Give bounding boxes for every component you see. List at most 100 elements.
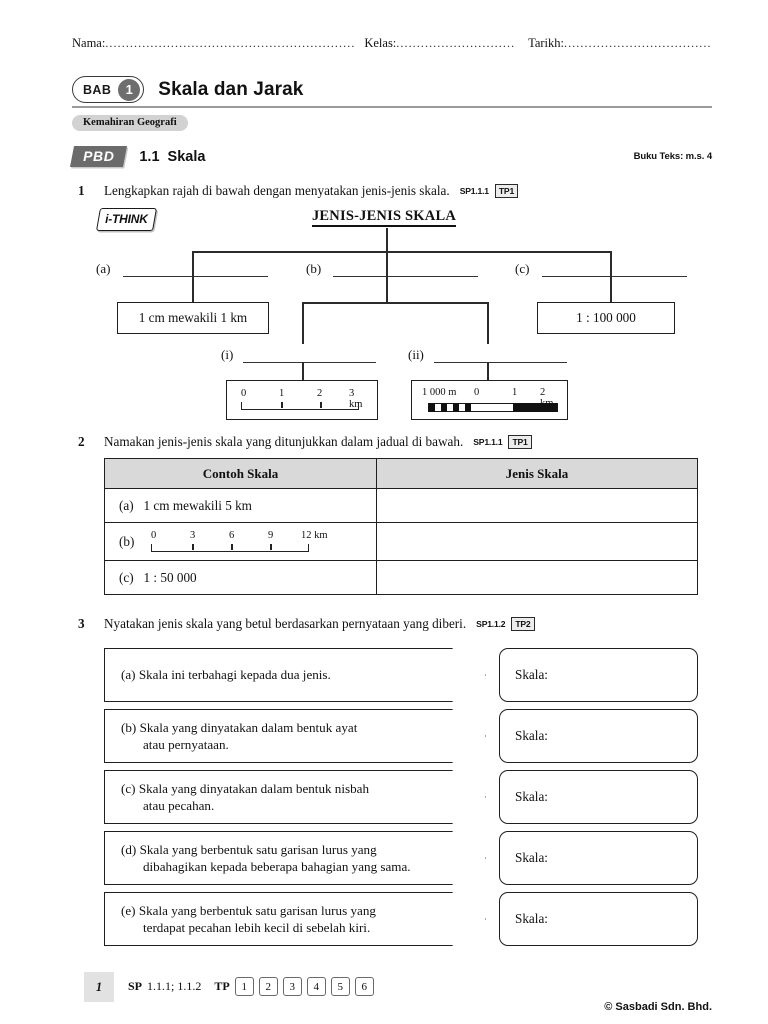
scale-b-tick-4: 12 km <box>301 530 328 541</box>
linear-scale-i-rule <box>241 402 359 410</box>
name-blank[interactable]: ........................................… <box>105 36 356 50</box>
tree-sub-bar <box>302 302 488 304</box>
answer-box-e[interactable]: Skala: <box>499 892 698 946</box>
question-2-row: 2 Namakan jenis-jenis skala yang ditunju… <box>78 434 532 450</box>
question-3-text: Nyatakan jenis skala yang betul berdasar… <box>104 616 467 631</box>
table-row: (a) 1 cm mewakili 5 km <box>104 488 698 523</box>
linear-scale-i-labels: 0 1 2 3 km <box>241 388 363 410</box>
answer-label-d: Skala: <box>515 850 548 865</box>
statement-chevron-b: (b) Skala yang dinyatakan dalam bentuk a… <box>104 709 486 763</box>
tree-stem-b <box>386 276 388 302</box>
footer-tp-box-1[interactable]: 1 <box>234 977 254 996</box>
footer-tp-box-6[interactable]: 6 <box>354 977 374 996</box>
scale-box-i: 0 1 2 3 km <box>226 380 378 420</box>
page-number: 1 <box>84 972 114 1002</box>
chapter-header: BAB 1 Skala dan Jarak <box>72 76 303 103</box>
footer-sp-values: 1.1.1; 1.1.2 <box>147 979 202 993</box>
footer-tp-label: TP <box>214 979 230 993</box>
statement-chevron-e: (e) Skala yang berbentuk satu garisan lu… <box>104 892 486 946</box>
footer-tp-box-4[interactable]: 4 <box>306 977 326 996</box>
table-cell-answer-c[interactable] <box>376 560 698 595</box>
branch-b-blank[interactable] <box>333 276 478 278</box>
chapter-badge: BAB 1 <box>72 76 145 103</box>
example-box-c: 1 : 100 000 <box>537 302 675 334</box>
section-number: 1.1 <box>139 148 160 165</box>
tree-stem-a <box>192 276 194 302</box>
table-cell-answer-a[interactable] <box>376 488 698 523</box>
answer-box-b[interactable]: Skala: <box>499 709 698 763</box>
footer-tp-box-2[interactable]: 2 <box>258 977 278 996</box>
answer-label-a: Skala: <box>515 667 548 682</box>
branch-a-blank[interactable] <box>123 276 268 278</box>
statement-c-text: (c) Skala yang dinyatakan dalam bentuk n… <box>105 780 369 815</box>
example-box-c-text: 1 : 100 000 <box>576 310 636 325</box>
question-2-text: Namakan jenis-jenis skala yang ditunjukk… <box>104 434 464 449</box>
scale-i-tick-3: 3 km <box>349 388 363 410</box>
textbook-reference: Buku Teks: m.s. 4 <box>633 151 712 162</box>
tree-drop-c <box>610 251 612 277</box>
answer-box-c[interactable]: Skala: <box>499 770 698 824</box>
skill-chip: Kemahiran Geografi <box>72 115 188 131</box>
statement-a-text: (a) Skala ini terbahagi kepada dua jenis… <box>105 666 331 683</box>
footer-sp-tp: SP 1.1.1; 1.1.2 TP 1 2 3 4 5 6 <box>128 977 374 996</box>
statement-d-line2: dibahagikan kepada beberapa bahagian yan… <box>143 859 411 874</box>
date-blank[interactable]: ........................................… <box>564 36 712 50</box>
tree-stem-c <box>610 276 612 302</box>
footer-tp-box-5[interactable]: 5 <box>330 977 350 996</box>
branch-c-blank[interactable] <box>542 276 687 278</box>
table-col-contoh-skala: Contoh Skala <box>104 458 377 489</box>
table-cell-answer-b[interactable] <box>376 522 698 561</box>
statement-a-line1: Skala ini terbahagi kepada dua jenis. <box>138 667 331 683</box>
branch-i-blank[interactable] <box>243 362 376 364</box>
statement-d-line1: Skala yang berbentuk satu garisan lurus … <box>139 841 377 857</box>
scale-b-tick-3: 9 <box>268 530 274 541</box>
date-label: Tarikh: <box>528 36 564 50</box>
section-header: PBD 1.1 Skala Buku Teks: m.s. 4 <box>69 146 712 167</box>
question-2-tp-badge: TP1 <box>508 435 532 449</box>
branch-i-label: (i) <box>221 347 234 362</box>
statement-chevron-a: (a) Skala ini terbahagi kepada dua jenis… <box>104 648 486 702</box>
table-cell-example-c: (c) 1 : 50 000 <box>104 560 377 595</box>
answer-box-a[interactable]: Skala: <box>499 648 698 702</box>
pbd-badge-label: PBD <box>83 148 115 164</box>
section-title-wrap: 1.1 Skala <box>139 149 205 165</box>
question-1-tp-badge: TP1 <box>494 184 519 198</box>
table-cell-example-a: (a) 1 cm mewakili 5 km <box>104 488 377 523</box>
linear-scale-b-labels: 0 3 6 9 12 km <box>151 530 341 544</box>
question-1-text: Lengkapkan rajah di bawah dengan menyata… <box>104 183 450 198</box>
statement-d-label: (d) <box>121 841 137 857</box>
scale-i-tick-0: 0 <box>241 388 247 399</box>
question-3-sp-code: SP1.1.2 <box>476 619 506 629</box>
statement-b-line2: atau pernyataan. <box>143 737 229 752</box>
scale-b-tick-0: 0 <box>151 530 157 541</box>
answer-box-d[interactable]: Skala: <box>499 831 698 885</box>
question-1-number: 1 <box>78 183 85 198</box>
table-row: (c) 1 : 50 000 <box>104 560 698 595</box>
question-1-row: 1 Lengkapkan rajah di bawah dengan menya… <box>78 183 519 199</box>
question-1-sp-code: SP1.1.1 <box>459 186 489 196</box>
branch-ii-blank[interactable] <box>434 362 567 364</box>
statement-b-text: (b) Skala yang dinyatakan dalam bentuk a… <box>105 719 357 754</box>
statement-a-label: (a) <box>121 667 136 683</box>
question-2-number: 2 <box>78 434 85 449</box>
scale-ii-tick-0: 0 <box>474 387 480 398</box>
statement-d-text: (d) Skala yang berbentuk satu garisan lu… <box>105 841 411 876</box>
class-label: Kelas: <box>364 36 397 50</box>
statement-chevron-c: (c) Skala yang dinyatakan dalam bentuk n… <box>104 770 486 824</box>
statement-b-line1: Skala yang dinyatakan dalam bentuk ayat <box>139 719 358 735</box>
tree-stem-ii <box>487 362 489 380</box>
statement-b-label: (b) <box>121 719 137 735</box>
linear-scale-i: 0 1 2 3 km <box>241 388 363 410</box>
section-title: Skala <box>167 148 206 165</box>
linear-scale-table-b: 0 3 6 9 12 km <box>151 530 341 552</box>
tree-sub-drop-i <box>302 302 304 344</box>
tree-sub-drop-ii <box>487 302 489 344</box>
footer-tp-box-3[interactable]: 3 <box>282 977 302 996</box>
linear-scale-b-rule <box>151 544 309 552</box>
scale-b-tick-2: 6 <box>229 530 235 541</box>
branch-b-label: (b) <box>306 261 322 276</box>
answer-label-b: Skala: <box>515 728 548 743</box>
row-b-label: (b) <box>119 533 135 549</box>
class-blank[interactable]: ........................................… <box>396 36 516 50</box>
